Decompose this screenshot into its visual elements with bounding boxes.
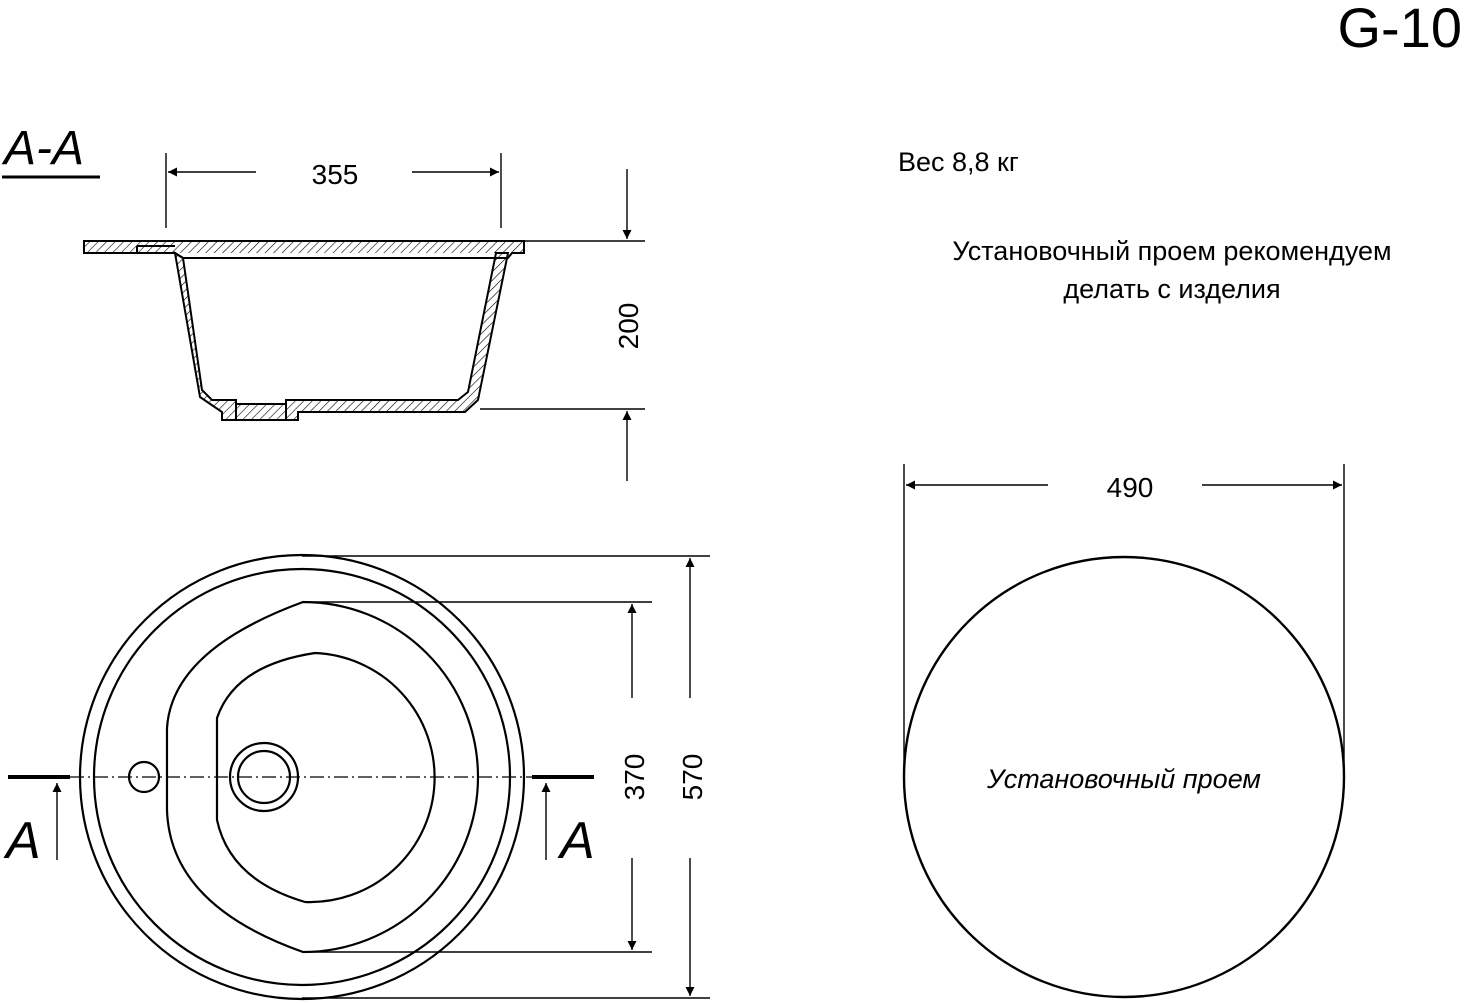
dimension-370 (303, 601, 652, 953)
dimension-355-label: 355 (312, 159, 359, 190)
cutout-label: Установочный проем (986, 764, 1261, 794)
bowl-wall-hatch (173, 250, 510, 421)
dimension-570 (302, 555, 710, 999)
section-marker-right (532, 775, 594, 860)
dimension-200-label: 200 (613, 303, 644, 350)
model-code: G-10 (1338, 0, 1463, 59)
dimension-370-label: 370 (619, 754, 650, 801)
dimension-200 (480, 169, 645, 481)
weight-label: Вес 8,8 кг (898, 147, 1019, 177)
recommendation-line-1: Установочный проем рекомендуем (952, 236, 1391, 266)
dimension-570-label: 570 (677, 754, 708, 801)
rim-hatch (84, 241, 524, 253)
dimension-355 (165, 153, 502, 228)
section-marker-left (8, 775, 70, 860)
bowl-outline (165, 600, 480, 954)
section-marker-right-letter: А (557, 812, 595, 870)
section-marker-left-letter: А (3, 812, 41, 870)
section-title: А-А (1, 122, 84, 175)
bowl-bottom-outline (215, 651, 436, 904)
sink-profile-section (83, 240, 525, 421)
sink-inner-edge (92, 567, 512, 987)
dimension-490 (903, 464, 1345, 777)
dimension-490-label: 490 (1107, 472, 1154, 503)
recommendation-line-2: делать с изделия (1063, 274, 1280, 304)
